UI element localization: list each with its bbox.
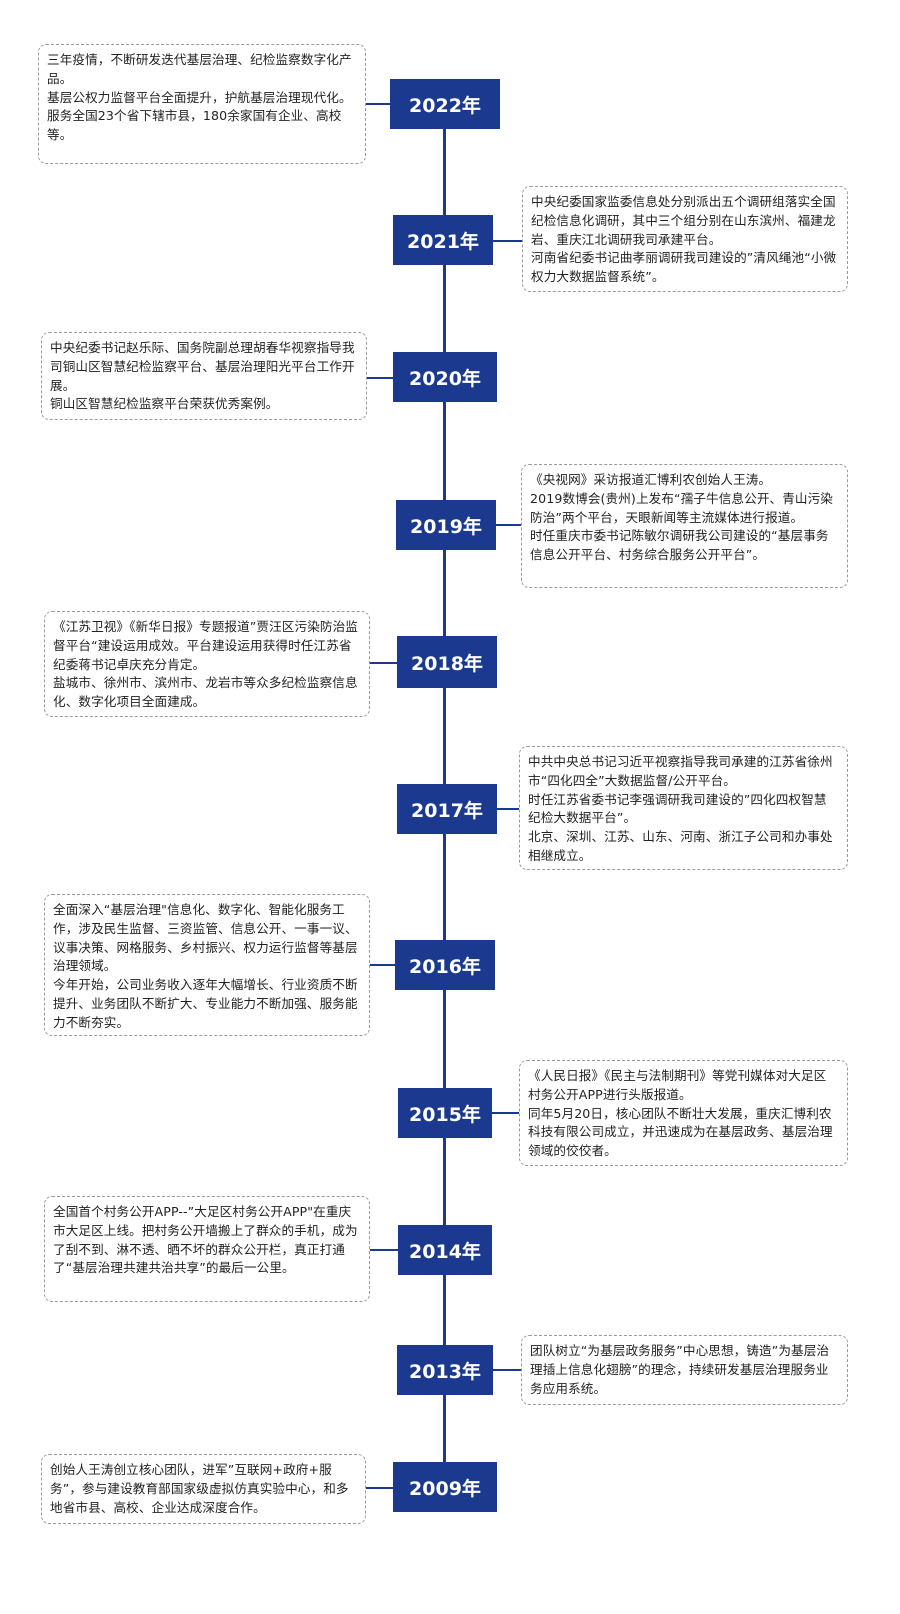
event-box-2017: 中共中央总书记习近平视察指导我司承建的江苏省徐州市“四化四全”大数据监督/公开平… — [519, 746, 848, 870]
event-text: 中央纪委书记赵乐际、国务院副总理胡春华视察指导我司铜山区智慧纪检监察平台、基层治… — [50, 340, 355, 393]
event-text: 盐城市、徐州市、滨州市、龙岩市等众多纪检监察信息化、数字化项目全面建成。 — [53, 675, 358, 710]
connector-2021 — [482, 240, 522, 242]
event-box-2020: 中央纪委书记赵乐际、国务院副总理胡春华视察指导我司铜山区智慧纪检监察平台、基层治… — [41, 332, 367, 420]
year-badge-2021: 2021年 — [393, 215, 493, 265]
event-text: 同年5月20日，核心团队不断壮大发展，重庆汇博利农科技有限公司成立，并迅速成为在… — [528, 1105, 833, 1159]
event-text: 全国首个村务公开APP--”大足区村务公开APP"在重庆市大足区上线。把村务公开… — [53, 1204, 358, 1276]
event-text: 全面深入“基层治理"信息化、数字化、智能化服务工作，涉及民生监督、三资监管、信息… — [53, 902, 358, 974]
year-badge-2017: 2017年 — [397, 784, 497, 834]
year-badge-2009: 2009年 — [393, 1462, 497, 1512]
year-badge-2015: 2015年 — [398, 1088, 492, 1138]
year-badge-2013: 2013年 — [397, 1345, 493, 1395]
year-badge-2022: 2022年 — [390, 79, 500, 129]
event-text: 基层公权力监督平台全面提升，护航基层治理现代化。 — [47, 89, 352, 105]
connector-2020 — [366, 377, 406, 379]
event-text: 时任江苏省委书记李强调研我司建设的”四化四权智慧纪检大数据平台”。 — [528, 791, 827, 826]
event-text: 铜山区智慧纪检监察平台荣获优秀案例。 — [50, 396, 279, 412]
year-badge-2019: 2019年 — [396, 500, 496, 550]
connector-2016 — [370, 964, 410, 966]
connector-2014 — [370, 1249, 410, 1251]
event-box-2021: 中央纪委国家监委信息处分别派出五个调研组落实全国纪检信息化调研，其中三个组分别在… — [522, 186, 848, 292]
connector-2013 — [482, 1369, 522, 1371]
year-badge-2014: 2014年 — [398, 1225, 492, 1275]
connector-2022 — [365, 103, 405, 105]
event-text: 《央视网》采访报道汇博利农创始人王涛。 — [530, 472, 772, 487]
event-text: 团队树立“为基层政务服务”中心思想，铸造”为基层治理插上信息化翅膀”的理念，持续… — [530, 1343, 830, 1396]
year-badge-2016: 2016年 — [395, 940, 495, 990]
event-box-2018: 《江苏卫视》《新华日报》专题报道”贾汪区污染防治监督平台“建设运用成效。平台建设… — [44, 611, 370, 717]
event-text: 时任重庆市委书记陈敏尔调研我公司建设的“基层事务信息公开平台、村务综合服务公开平… — [530, 528, 829, 563]
connector-2015 — [482, 1112, 522, 1114]
event-box-2009: 创始人王涛创立核心团队，进军”互联网+政府+服务”，参与建设教育部国家级虚拟仿真… — [41, 1454, 366, 1524]
event-text: 三年疫情，不断研发迭代基层治理、纪检监察数字化产品。 — [47, 52, 352, 86]
connector-2019 — [482, 524, 522, 526]
event-text: 中共中央总书记习近平视察指导我司承建的江苏省徐州市“四化四全”大数据监督/公开平… — [528, 754, 833, 788]
event-box-2019: 《央视网》采访报道汇博利农创始人王涛。 2019数博会(贵州)上发布“孺子牛信息… — [521, 464, 848, 588]
event-text: 今年开始，公司业务收入逐年大幅增长、行业资质不断提升、业务团队不断扩大、专业能力… — [53, 977, 358, 1030]
year-badge-2020: 2020年 — [393, 352, 497, 402]
event-text: 创始人王涛创立核心团队，进军”互联网+政府+服务”，参与建设教育部国家级虚拟仿真… — [50, 1462, 349, 1515]
event-text: 服务全国23个省下辖市县，180余家国有企业、高校等。 — [47, 108, 342, 143]
event-text: 中央纪委国家监委信息处分别派出五个调研组落实全国纪检信息化调研，其中三个组分别在… — [531, 194, 836, 247]
event-box-2013: 团队树立“为基层政务服务”中心思想，铸造”为基层治理插上信息化翅膀”的理念，持续… — [521, 1335, 848, 1405]
event-box-2016: 全面深入“基层治理"信息化、数字化、智能化服务工作，涉及民生监督、三资监管、信息… — [44, 894, 370, 1036]
event-text: 河南省纪委书记曲孝丽调研我司建设的”清风绳池“小微权力大数据监督系统”。 — [531, 250, 837, 285]
year-badge-2018: 2018年 — [397, 636, 497, 688]
event-text: 2019数博会(贵州)上发布“孺子牛信息公开、青山污染防治”两个平台，天眼新闻等… — [530, 490, 833, 525]
connector-2009 — [365, 1487, 405, 1489]
event-text: 《人民日报》《民主与法制期刊》等党刊媒体对大足区村务公开APP进行头版报道。 — [528, 1068, 827, 1102]
event-text: 《江苏卫视》《新华日报》专题报道”贾汪区污染防治监督平台“建设运用成效。平台建设… — [53, 619, 358, 672]
event-text: 北京、深圳、江苏、山东、河南、浙江子公司和办事处相继成立。 — [528, 829, 833, 863]
event-box-2022: 三年疫情，不断研发迭代基层治理、纪检监察数字化产品。 基层公权力监督平台全面提升… — [38, 44, 366, 164]
connector-2018 — [370, 662, 410, 664]
event-box-2014: 全国首个村务公开APP--”大足区村务公开APP"在重庆市大足区上线。把村务公开… — [44, 1196, 370, 1302]
event-box-2015: 《人民日报》《民主与法制期刊》等党刊媒体对大足区村务公开APP进行头版报道。 同… — [519, 1060, 848, 1166]
connector-2017 — [482, 808, 522, 810]
